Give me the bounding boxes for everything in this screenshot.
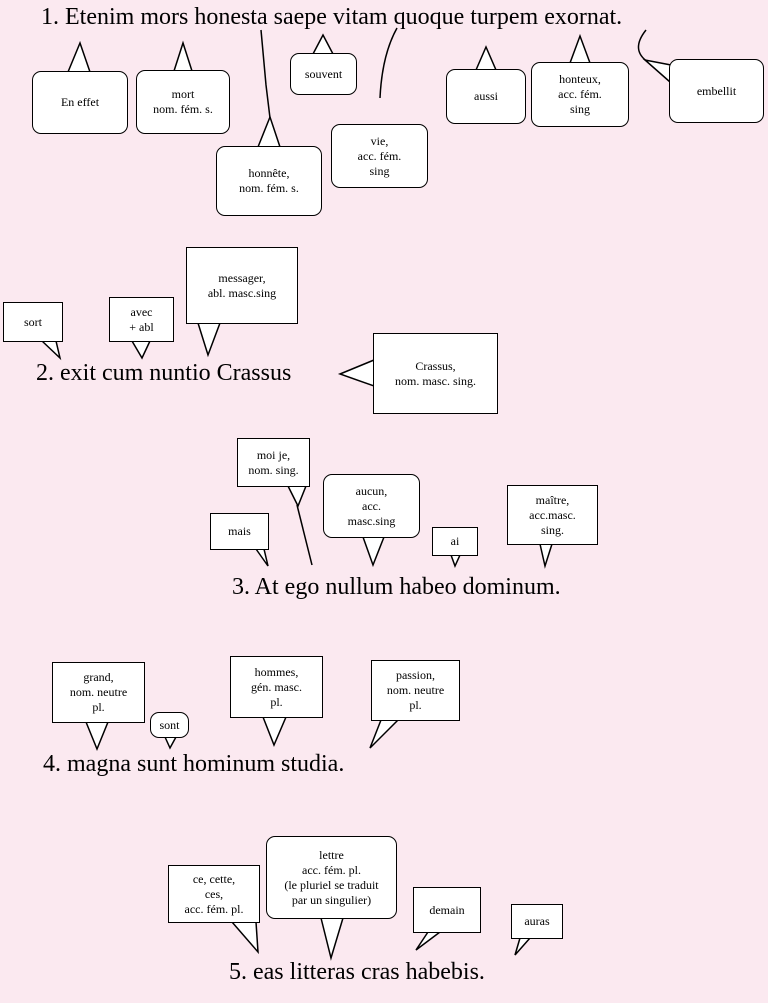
note-habebis: auras	[511, 904, 563, 939]
note-sunt: sont	[150, 712, 189, 738]
pointer-sunt	[163, 736, 178, 750]
sentence-5: 5. eas litteras cras habebis.	[229, 959, 485, 985]
pointer-habeo	[449, 554, 462, 568]
note-cras: demain	[413, 887, 481, 933]
pointer-dominum	[539, 543, 554, 569]
note-nullum: aucun, acc. masc.sing	[323, 474, 420, 538]
note-habeo: ai	[432, 527, 478, 556]
note-turpem: honteux, acc. fém. sing	[531, 62, 629, 127]
note-nuntio: messager, abl. masc.sing	[186, 247, 298, 324]
note-hominum: hommes, gén. masc. pl.	[230, 656, 323, 718]
pointer-crassus	[337, 358, 375, 388]
pointer-turpem	[568, 33, 592, 64]
note-mors: mort nom. fém. s.	[136, 70, 230, 134]
pointer-exornat	[642, 58, 672, 84]
pointer-nullum	[361, 536, 386, 568]
sentence-3: 3. At ego nullum habeo dominum.	[232, 574, 561, 600]
leader-line-honesta	[260, 29, 271, 119]
note-magna: grand, nom. neutre pl.	[52, 662, 145, 723]
note-dominum: maître, acc.masc. sing.	[507, 485, 598, 545]
note-eas: ce, cette, ces, acc. fém. pl.	[168, 865, 260, 923]
leader-line-ego	[296, 504, 313, 566]
pointer-hominum	[261, 716, 288, 747]
leader-line-vitam	[379, 27, 398, 99]
note-exornat: embellit	[669, 59, 764, 123]
pointer-mors	[172, 40, 194, 72]
note-at: mais	[210, 513, 269, 550]
note-exit: sort	[3, 302, 63, 342]
pointer-at	[254, 548, 269, 567]
note-vitam: vie, acc. fém. sing	[331, 124, 428, 188]
pointer-nuntio	[196, 322, 222, 358]
note-honesta: honnête, nom. fém. s.	[216, 146, 322, 216]
note-crassus: Crassus, nom. masc. sing.	[373, 333, 498, 414]
pointer-ego	[286, 485, 308, 508]
note-cum: avec + abl	[109, 297, 174, 342]
pointer-honesta	[256, 114, 282, 148]
note-saepe: souvent	[290, 53, 357, 95]
sentence-4: 4. magna sunt hominum studia.	[43, 751, 345, 777]
pointer-quoque	[474, 45, 498, 71]
pointer-studia	[369, 719, 400, 749]
pointer-magna	[84, 721, 110, 751]
pointer-etenim	[66, 40, 92, 73]
note-studia: passion, nom. neutre pl.	[371, 660, 460, 721]
pointer-cum	[130, 340, 152, 360]
leader-line-exornat	[637, 29, 649, 63]
pointer-saepe	[311, 33, 335, 55]
note-litteras: lettre acc. fém. pl. (le pluriel se trad…	[266, 836, 397, 919]
sentence-1: 1. Etenim mors honesta saepe vitam quoqu…	[41, 4, 623, 30]
pointer-litteras	[320, 917, 345, 961]
note-etenim: En effet	[32, 71, 128, 134]
pointer-eas	[230, 921, 259, 955]
pointer-cras	[415, 931, 443, 951]
pointer-habebis	[514, 937, 532, 956]
note-ego: moi je, nom. sing.	[237, 438, 310, 487]
note-quoque: aussi	[446, 69, 526, 124]
sentence-2: 2. exit cum nuntio Crassus	[36, 360, 292, 386]
pointer-exit	[40, 340, 62, 361]
